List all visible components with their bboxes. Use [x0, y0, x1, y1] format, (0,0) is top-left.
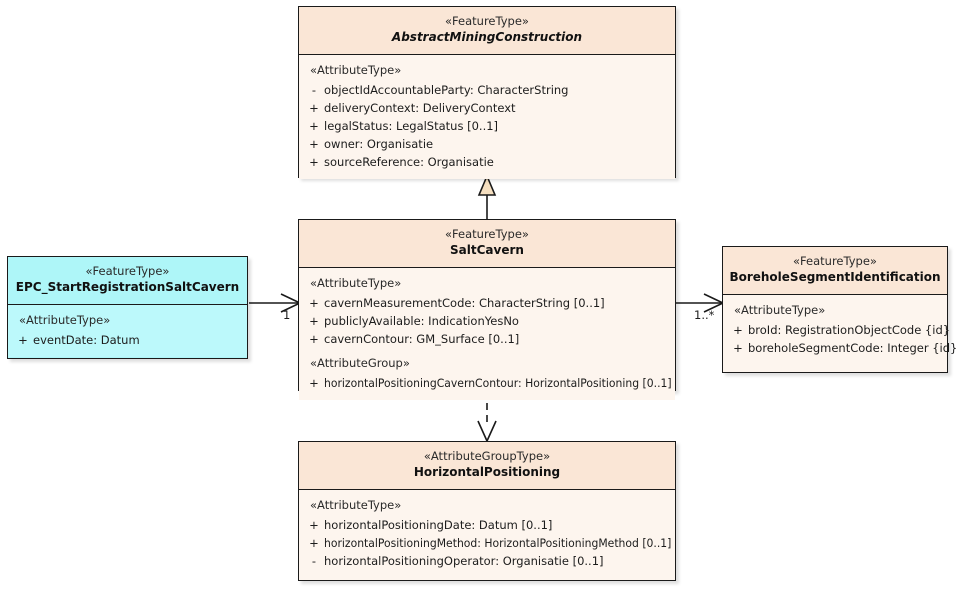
visibility-marker: + — [309, 314, 319, 328]
connector-association-epc-to-saltcavern — [249, 293, 302, 313]
class-name: BoreholeSegmentIdentification — [729, 270, 941, 284]
attribute-signature: cavernContour: GM_Surface [0..1] — [324, 332, 520, 346]
multiplicity-label-saltcavern-end: 1 — [283, 308, 291, 322]
class-name: EPC_StartRegistrationSaltCavern — [15, 280, 240, 294]
attribute-group-label: «AttributeType» — [734, 303, 826, 317]
attribute-group-label: «AttributeType» — [310, 498, 402, 512]
class-header-abstractminingconstruction: «FeatureType» AbstractMiningConstruction — [299, 7, 675, 55]
attribute-signature: horizontalPositioningOperator: Organisat… — [324, 554, 604, 568]
attribute-row: + deliveryContext: DeliveryContext — [299, 99, 675, 117]
class-box-abstractminingconstruction[interactable]: «FeatureType» AbstractMiningConstruction… — [298, 6, 676, 179]
class-stereotype: «FeatureType» — [85, 264, 170, 278]
attribute-group-label: «AttributeType» — [310, 63, 402, 77]
attribute-signature: sourceReference: Organisatie — [324, 155, 494, 169]
visibility-marker: + — [309, 155, 319, 169]
attribute-row: + horizontalPositioningCavernContour: Ho… — [299, 374, 675, 392]
attribute-row: + publiclyAvailable: IndicationYesNo — [299, 312, 675, 330]
class-name: HorizontalPositioning — [413, 465, 561, 479]
visibility-marker: + — [18, 333, 28, 347]
class-body-abstractminingconstruction: «AttributeType» - objectIdAccountablePar… — [299, 55, 675, 179]
attribute-row: + cavernContour: GM_Surface [0..1] — [299, 330, 675, 348]
visibility-marker: + — [309, 376, 319, 390]
attribute-signature: broId: RegistrationObjectCode {id} — [748, 323, 951, 337]
class-header-epc-startregistrationsaltcavern: «FeatureType» EPC_StartRegistrationSaltC… — [8, 257, 247, 305]
multiplicity-label-boreholesegment-end: 1..* — [694, 308, 715, 322]
attribute-signature: horizontalPositioningCavernContour: Hori… — [324, 376, 672, 390]
class-stereotype: «FeatureType» — [445, 14, 529, 28]
class-body-saltcavern: «AttributeType» + cavernMeasurementCode:… — [299, 268, 675, 400]
attribute-row: + horizontalPositioningMethod: Horizonta… — [299, 534, 675, 552]
class-box-saltcavern[interactable]: «FeatureType» SaltCavern «AttributeType»… — [298, 219, 676, 400]
visibility-marker: + — [309, 137, 319, 151]
class-body-epc-startregistrationsaltcavern: «AttributeType» + eventDate: Datum — [8, 305, 247, 357]
attribute-signature: cavernMeasurementCode: CharacterString [… — [324, 296, 605, 310]
visibility-marker: - — [311, 83, 317, 97]
visibility-marker: + — [309, 101, 319, 115]
attribute-row: + owner: Organisatie — [299, 135, 675, 153]
attribute-group-label: «AttributeType» — [19, 313, 111, 327]
class-header-boreholesegmentidentification: «FeatureType» BoreholeSegmentIdentificat… — [723, 247, 947, 295]
visibility-marker: + — [309, 332, 319, 346]
class-name: AbstractMiningConstruction — [391, 30, 583, 44]
attribute-signature: objectIdAccountableParty: CharacterStrin… — [324, 83, 569, 97]
attribute-signature: deliveryContext: DeliveryContext — [324, 101, 516, 115]
class-box-epc-startregistrationsaltcavern[interactable]: «FeatureType» EPC_StartRegistrationSaltC… — [7, 256, 248, 359]
attribute-row: + cavernMeasurementCode: CharacterString… — [299, 294, 675, 312]
attribute-signature: eventDate: Datum — [33, 333, 140, 347]
class-header-saltcavern: «FeatureType» SaltCavern — [299, 220, 675, 268]
attribute-group-label: «AttributeGroup» — [310, 356, 410, 370]
visibility-marker: + — [733, 323, 743, 337]
class-body-boreholesegmentidentification: «AttributeType» + broId: RegistrationObj… — [723, 295, 957, 365]
class-stereotype: «FeatureType» — [793, 254, 877, 268]
attribute-row: + broId: RegistrationObjectCode {id} — [723, 321, 951, 339]
connector-generalization-saltcavern-to-abstractminingconstruction — [477, 173, 497, 219]
attribute-signature: horizontalPositioningDate: Datum [0..1] — [324, 518, 553, 532]
class-stereotype: «FeatureType» — [445, 227, 529, 241]
class-body-horizontalpositioning: «AttributeType» + horizontalPositioningD… — [299, 490, 675, 578]
class-stereotype: «AttributeGroupType» — [423, 449, 551, 463]
attribute-signature: boreholeSegmentCode: Integer {id} — [748, 341, 958, 355]
class-name: SaltCavern — [450, 243, 524, 257]
attribute-row: - horizontalPositioningOperator: Organis… — [299, 552, 675, 570]
visibility-marker: + — [733, 341, 743, 355]
visibility-marker: + — [309, 119, 319, 133]
class-header-horizontalpositioning: «AttributeGroupType» HorizontalPositioni… — [299, 442, 675, 490]
attribute-signature: legalStatus: LegalStatus [0..1] — [324, 119, 499, 133]
attribute-signature: publiclyAvailable: IndicationYesNo — [324, 314, 519, 328]
attribute-signature: owner: Organisatie — [324, 137, 434, 151]
attribute-row: - objectIdAccountableParty: CharacterStr… — [299, 81, 675, 99]
attribute-row: + horizontalPositioningDate: Datum [0..1… — [299, 516, 675, 534]
visibility-marker: - — [311, 554, 317, 568]
class-box-boreholesegmentidentification[interactable]: «FeatureType» BoreholeSegmentIdentificat… — [722, 246, 957, 373]
attribute-group-label: «AttributeType» — [310, 276, 402, 290]
attribute-row: + legalStatus: LegalStatus [0..1] — [299, 117, 675, 135]
visibility-marker: + — [309, 518, 319, 532]
class-box-horizontalpositioning[interactable]: «AttributeGroupType» HorizontalPositioni… — [298, 441, 676, 581]
attribute-row: + eventDate: Datum — [8, 331, 247, 349]
attribute-signature: horizontalPositioningMethod: HorizontalP… — [324, 536, 672, 550]
visibility-marker: + — [309, 296, 319, 310]
visibility-marker: + — [309, 536, 319, 550]
attribute-row: + boreholeSegmentCode: Integer {id} — [723, 339, 957, 357]
attribute-row: + sourceReference: Organisatie — [299, 153, 675, 171]
